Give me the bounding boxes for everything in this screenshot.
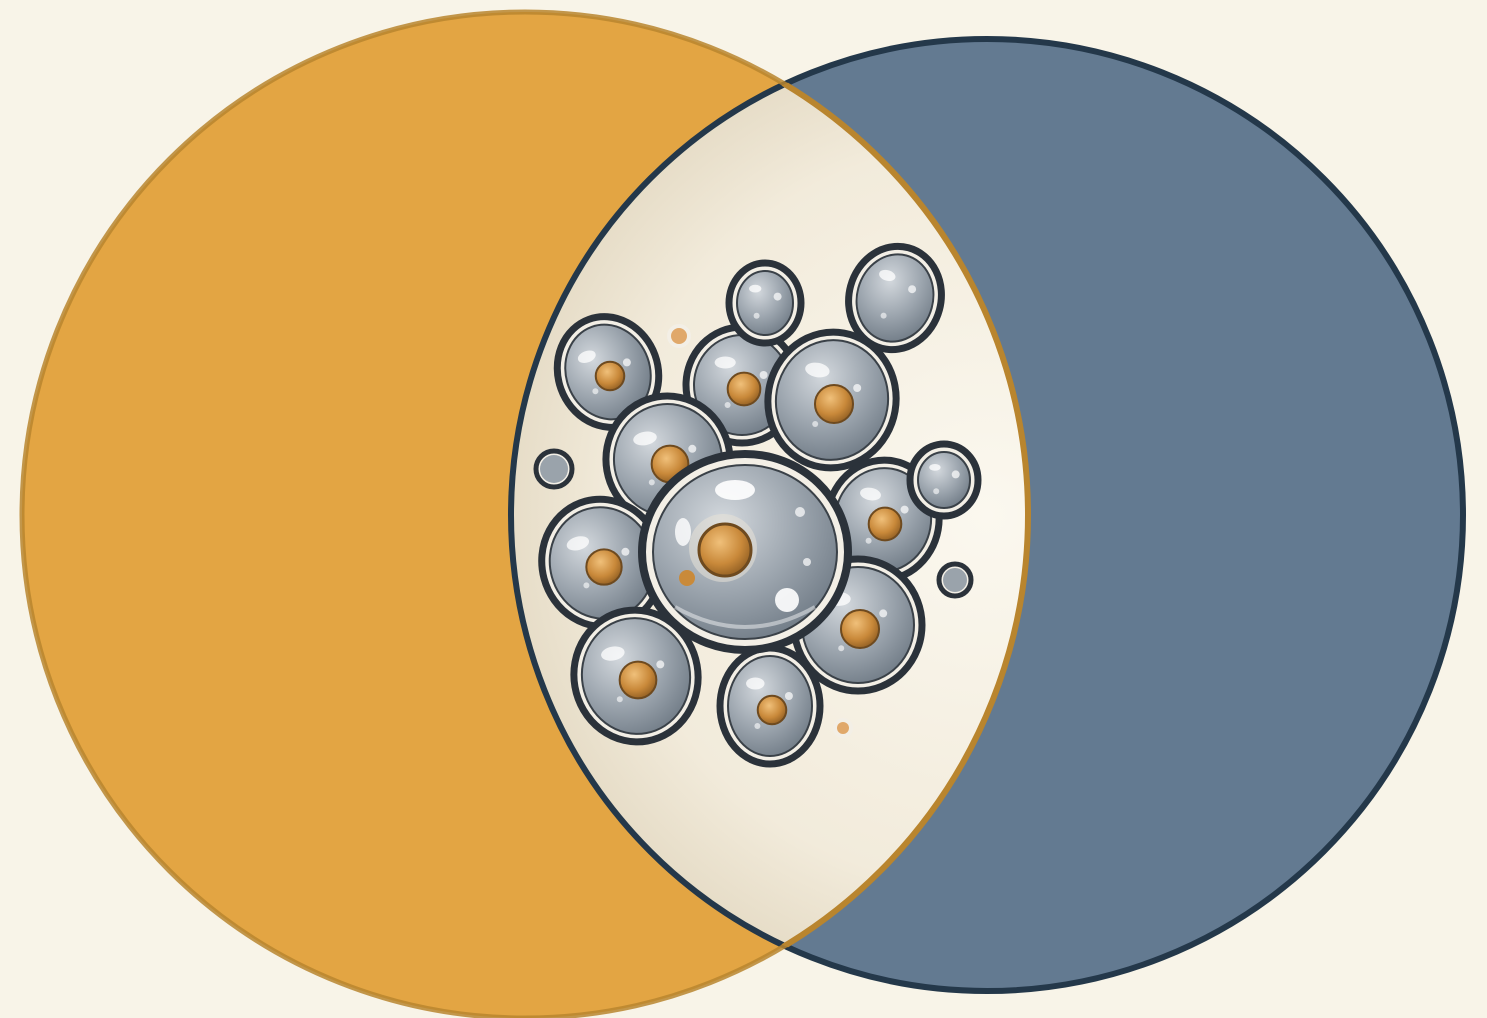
cell-nucleus bbox=[728, 373, 761, 406]
cell-nucleus bbox=[586, 549, 621, 584]
cell-nucleus bbox=[758, 696, 787, 725]
cell-nucleus bbox=[596, 362, 625, 391]
cell-nucleus bbox=[841, 610, 879, 648]
cell-nucleus bbox=[620, 662, 657, 699]
cell-nucleus bbox=[869, 508, 902, 541]
cell-nucleus-main bbox=[699, 524, 751, 576]
cell-nucleus bbox=[815, 385, 853, 423]
